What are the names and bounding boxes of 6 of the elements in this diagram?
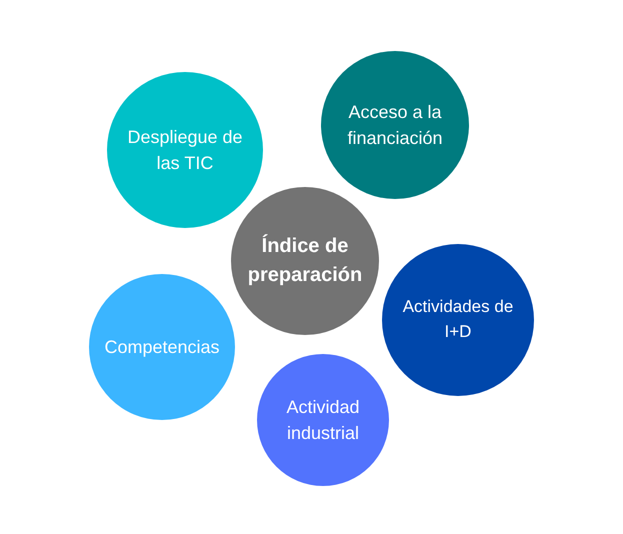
circle-label: Despliegue de las TIC: [126, 126, 244, 175]
circle-label: Actividades de I+D: [402, 296, 514, 343]
circle-label: Índice de preparación: [246, 233, 364, 288]
circle-label: Actividad industrial: [285, 396, 361, 445]
circle-label: Competencias: [104, 336, 220, 359]
circle-label: Acceso a la financiación: [346, 100, 444, 150]
